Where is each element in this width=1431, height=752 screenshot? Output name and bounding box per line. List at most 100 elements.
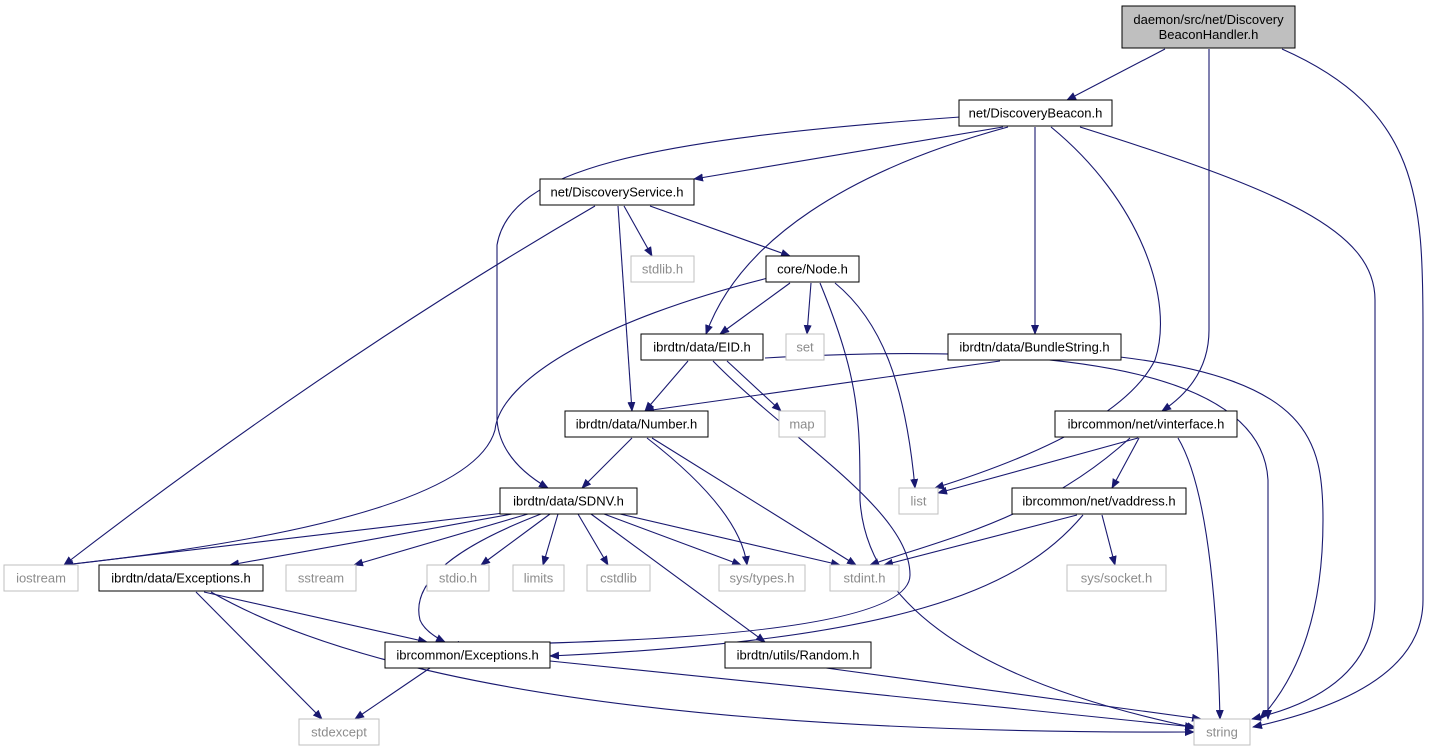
edge-vinterface-to-stdint <box>869 437 1131 566</box>
edge-sdnv-to-dataexceptions <box>229 513 513 568</box>
node-vaddress[interactable]: ibrcommon/net/vaddress.h <box>1011 487 1187 515</box>
node-label-stdexcept: stdexcept <box>311 725 367 740</box>
edge-random-to-string <box>825 667 1202 722</box>
node-box-iostream <box>3 564 79 592</box>
node-box-systypes <box>718 564 806 592</box>
edge-vinterface-to-string <box>1177 437 1224 720</box>
node-label-iostream: iostream <box>16 571 66 586</box>
node-label-cstdlib: cstdlib <box>600 571 637 586</box>
edge-discoverybeacon-to-eid <box>705 126 1009 335</box>
edge-dataexceptions-to-stdexcept <box>195 591 323 720</box>
edge-sdnv-to-stdio <box>480 513 551 566</box>
node-box-list <box>898 487 939 515</box>
node-box-random <box>724 641 872 669</box>
edge-node-to-eid <box>719 282 791 335</box>
node-box-cstdlib <box>586 564 651 592</box>
edge-node-to-string <box>819 282 1197 731</box>
edge-sdnv-to-commonexceptions <box>418 513 542 643</box>
node-box-limits <box>512 564 565 592</box>
node-label-list: list <box>911 494 927 509</box>
node-box-discoverybeacon <box>958 99 1113 127</box>
node-map: map <box>778 410 826 438</box>
node-box-number <box>564 410 709 438</box>
edge-eid-to-commonexceptions <box>449 360 911 649</box>
edge-node-to-iostream <box>63 277 769 568</box>
node-cstdlib: cstdlib <box>586 564 651 592</box>
node-sstream: sstream <box>285 564 357 592</box>
node-bundlestring[interactable]: ibrdtn/data/BundleString.h <box>947 333 1122 361</box>
edge-vinterface-to-vaddress <box>1111 437 1140 489</box>
node-label-vaddress: ibrcommon/net/vaddress.h <box>1022 494 1175 509</box>
node-box-eid <box>640 333 764 361</box>
node-random[interactable]: ibrdtn/utils/Random.h <box>724 641 872 669</box>
node-set: set <box>785 333 825 361</box>
edge-sdnv-to-limits <box>541 513 559 566</box>
edge-discoveryservice-to-stdlib <box>623 205 653 257</box>
edge-root-to-discoverybeacon <box>1066 48 1166 101</box>
node-stdint: stdint.h <box>829 564 900 592</box>
edge-number-to-sdnv <box>581 437 633 489</box>
edge-sdnv-to-iostream <box>63 512 505 568</box>
node-dataexceptions[interactable]: ibrdtn/data/Exceptions.h <box>98 564 264 592</box>
node-string: string <box>1193 718 1251 746</box>
node-discoverybeacon[interactable]: net/DiscoveryBeacon.h <box>958 99 1113 127</box>
edge-node-to-set <box>803 282 812 335</box>
node-label-set: set <box>796 340 814 355</box>
edge-vaddress-to-commonexceptions <box>549 514 1084 660</box>
edge-dataexceptions-to-string <box>210 591 1195 737</box>
node-box-stdint <box>829 564 900 592</box>
edge-number-to-stdint <box>651 437 857 566</box>
edge-sdnv-to-stdint <box>619 513 841 567</box>
edge-discoverybeacon-to-discoveryservice <box>693 126 1004 182</box>
node-eid[interactable]: ibrdtn/data/EID.h <box>640 333 764 361</box>
node-label-stdint: stdint.h <box>844 571 886 586</box>
edge-root-to-string <box>1252 48 1424 729</box>
node-label-sstream: sstream <box>298 571 344 586</box>
node-label-limits: limits <box>524 571 554 586</box>
node-label-sdnv: ibrdtn/data/SDNV.h <box>513 494 624 509</box>
edge-sdnv-to-sstream <box>353 513 529 567</box>
node-vinterface[interactable]: ibrcommon/net/vinterface.h <box>1054 410 1238 438</box>
node-box-discoveryservice <box>539 178 695 206</box>
edge-vinterface-to-list <box>937 437 1139 495</box>
edge-sdnv-to-cstdlib <box>577 513 609 566</box>
node-systypes: sys/types.h <box>718 564 806 592</box>
node-commonexceptions[interactable]: ibrcommon/Exceptions.h <box>384 641 551 669</box>
node-number[interactable]: ibrdtn/data/Number.h <box>564 410 709 438</box>
node-box-sdnv <box>499 487 638 515</box>
node-stdlib: stdlib.h <box>630 255 695 283</box>
node-label-vinterface: ibrcommon/net/vinterface.h <box>1068 417 1225 432</box>
edge-discoverybeacon-to-sdnv <box>496 116 961 489</box>
node-node[interactable]: core/Node.h <box>765 255 860 283</box>
edge-sdnv-to-systypes <box>603 513 742 566</box>
node-box-vinterface <box>1054 410 1238 438</box>
edge-bundlestring-to-number <box>644 360 1001 414</box>
node-label-stdio: stdio.h <box>439 571 477 586</box>
node-label-syssocket: sys/socket.h <box>1081 571 1153 586</box>
node-label-discoveryservice: net/DiscoveryService.h <box>551 185 684 200</box>
edge-bundlestring-to-string <box>1119 356 1324 720</box>
node-box-map <box>778 410 826 438</box>
node-label-dataexceptions: ibrdtn/data/Exceptions.h <box>111 571 250 586</box>
node-label-systypes: sys/types.h <box>729 571 794 586</box>
node-sdnv[interactable]: ibrdtn/data/SDNV.h <box>499 487 638 515</box>
edge-sdnv-to-random <box>590 513 766 643</box>
node-box-string <box>1193 718 1251 746</box>
node-box-commonexceptions <box>384 641 551 669</box>
node-label-eid: ibrdtn/data/EID.h <box>653 340 751 355</box>
edge-discoveryservice-to-node <box>649 205 791 257</box>
node-label-string: string <box>1206 725 1238 740</box>
node-iostream: iostream <box>3 564 79 592</box>
edge-node-to-list <box>834 282 919 489</box>
node-label-stdlib: stdlib.h <box>642 262 683 277</box>
node-box-dataexceptions <box>98 564 264 592</box>
edge-vaddress-to-syssocket <box>1101 514 1117 566</box>
node-limits: limits <box>512 564 565 592</box>
node-discoveryservice[interactable]: net/DiscoveryService.h <box>539 178 695 206</box>
edge-discoverybeacon-to-string <box>1079 126 1376 721</box>
node-box-node <box>765 255 860 283</box>
node-label-commonexceptions: ibrcommon/Exceptions.h <box>396 648 538 663</box>
